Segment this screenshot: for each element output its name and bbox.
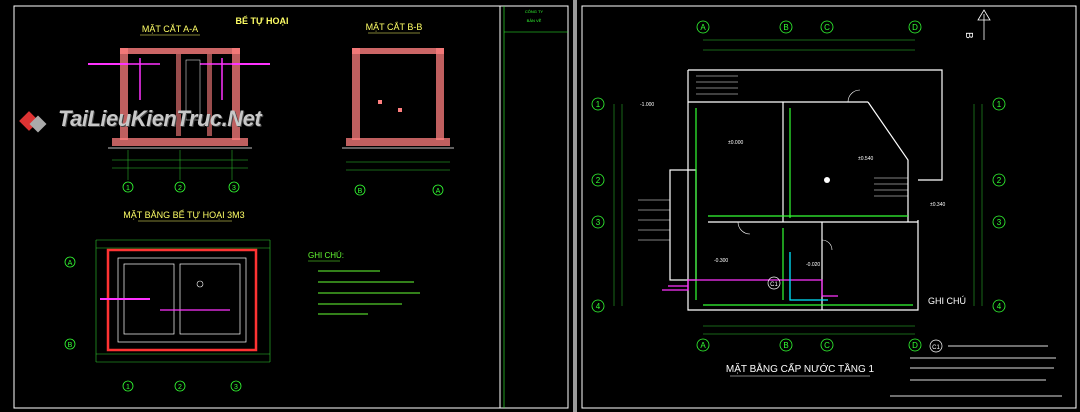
septic-title: BỂ TỰ HOẠI (236, 15, 289, 26)
axis-bottom-b: B (783, 341, 788, 350)
title-block-line-1: CÔNG TY (525, 9, 543, 14)
door-icon (737, 89, 861, 251)
level-label-3: ±0.540 (858, 156, 873, 162)
level-label-2: ±0.000 (728, 140, 743, 146)
watermark-icon (19, 111, 47, 133)
sheet-border (581, 5, 1077, 409)
title-block-line-2: BẢN VẼ (527, 18, 542, 23)
axis-aa-1: 1 (126, 185, 130, 192)
axes-top (696, 20, 922, 34)
level-label-6: -0.020 (806, 262, 820, 268)
axis-bottom-c: C (824, 341, 830, 350)
water-supply-drawing-canvas: B A B C D A B C D 1 2 3 4 (581, 5, 1077, 409)
axis-top-a: A (700, 23, 706, 32)
sheet-divider (573, 0, 577, 412)
north-arrow-icon: B (963, 9, 991, 40)
axis-plan-2: 2 (178, 384, 182, 391)
axis-right-4: 4 (997, 302, 1002, 311)
axes-left (591, 97, 605, 313)
axis-left-1: 1 (596, 100, 601, 109)
axis-plan-3: 3 (234, 384, 238, 391)
axis-plan-b: B (68, 342, 73, 349)
sheet-border (13, 5, 569, 409)
axis-plan-1: 1 (126, 384, 130, 391)
floor-plan-walls (669, 69, 943, 311)
section-bb-drawing (342, 48, 454, 171)
septic-plan-drawing (95, 239, 271, 363)
column-marker (824, 177, 830, 183)
notes-lines (318, 270, 420, 315)
plan-title: MẶT BẰNG CẤP NƯỚC TẦNG 1 (726, 362, 875, 375)
section-aa-title: MẶT CẮT A-A (142, 24, 198, 34)
drawing-sheet-septic: CÔNG TY BẢN VẼ BỂ TỰ HOẠI MẶT CẮT A-A MẶ… (13, 5, 569, 409)
drawing-sheet-water-supply: B A B C D A B C D 1 2 3 4 (578, 0, 1080, 412)
water-pipes (662, 252, 838, 301)
level-label-5: -0.300 (714, 258, 728, 264)
axis-bottom-a: A (700, 341, 706, 350)
axis-top-c: C (824, 23, 830, 32)
note-tag-c1: C1 (932, 345, 940, 351)
axes-right (992, 97, 1006, 313)
tag-c1: C1 (770, 282, 778, 288)
plan-title: MẶT BẰNG BỂ TỰ HOẠI 3M3 (123, 209, 244, 220)
north-label: B (963, 32, 974, 39)
axis-bb-a: A (436, 188, 441, 195)
section-aa-drawing (88, 48, 270, 180)
axis-left-4: 4 (596, 302, 601, 311)
axis-bb-b: B (358, 188, 363, 195)
axis-aa-3: 3 (232, 185, 236, 192)
axis-aa-2: 2 (178, 185, 182, 192)
axis-right-1: 1 (997, 100, 1002, 109)
notes-title: GHI CHÚ (928, 296, 966, 306)
axis-left-2: 2 (596, 176, 601, 185)
axis-right-2: 2 (997, 176, 1002, 185)
axes-bottom (696, 338, 922, 352)
septic-drawing-canvas: CÔNG TY BẢN VẼ BỂ TỰ HOẠI MẶT CẮT A-A MẶ… (13, 5, 569, 409)
axis-top-b: B (783, 23, 788, 32)
dimension-lines (613, 39, 983, 335)
floor-plan-green-walls (695, 108, 913, 306)
axis-top-d: D (912, 23, 918, 32)
watermark-logo: TaiLieuKienTruc.Net (18, 100, 262, 156)
stair-icon (638, 75, 908, 241)
axis-bottom-d: D (912, 341, 918, 350)
axis-right-3: 3 (997, 218, 1002, 227)
notes-lines (890, 345, 1062, 397)
section-bb-title: MẶT CẮT B-B (366, 22, 423, 32)
axis-plan-a: A (68, 260, 73, 267)
level-label-1: -1.000 (640, 102, 654, 108)
level-label-4: ±0.340 (930, 202, 945, 208)
notes-title: GHI CHÚ: (308, 251, 344, 260)
watermark-text: TaiLieuKienTruc.Net (58, 106, 262, 131)
axis-left-3: 3 (596, 218, 601, 227)
